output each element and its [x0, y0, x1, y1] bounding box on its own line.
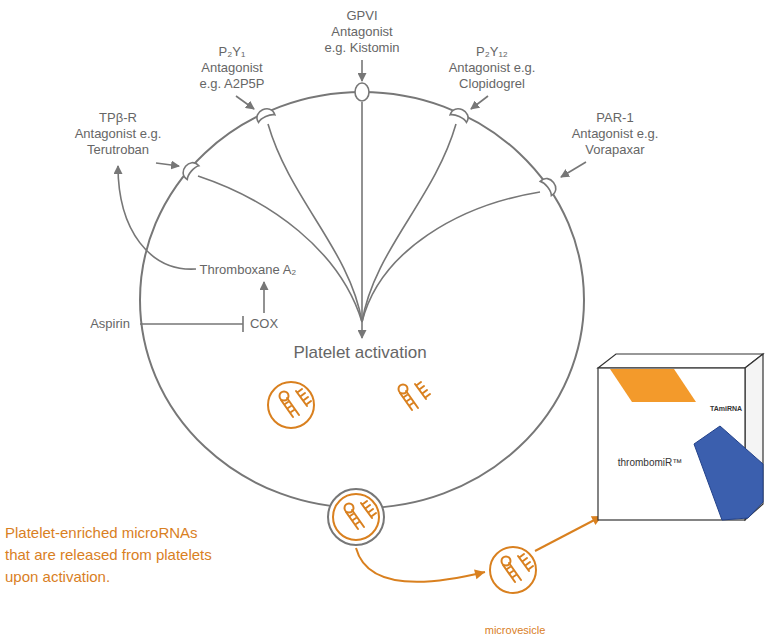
antagonist-label: P₂Y₁ Antagonist e.g. A2P5P	[198, 44, 267, 92]
antagonist-label: GPVI Antagonist e.g. Kistomin	[323, 8, 402, 56]
node-text: thrombomiR™	[618, 456, 682, 469]
drug-label: Aspirin	[90, 316, 130, 332]
flow-line	[356, 548, 485, 582]
microvesicle: microvesicle	[480, 543, 550, 638]
node-text: Thromboxane A₂	[200, 262, 297, 278]
node-text: microvesicle	[485, 623, 546, 637]
antagonist-label: PAR-1 Antagonist e.g. Vorapaxar	[571, 110, 659, 158]
microvesicle-outline	[480, 543, 550, 638]
arrow-head	[474, 570, 485, 580]
node-text: COX	[250, 316, 278, 332]
antagonist-label: TPβ-R Antagonist e.g. Terutroban	[73, 110, 164, 158]
kit-box: TAmiRNA thrombomiR™	[598, 352, 766, 522]
kit-box-outline	[598, 352, 766, 522]
antagonist-label: P₂Y₁₂ Antagonist e.g. Clopidogrel	[445, 44, 540, 92]
flow-arrow	[535, 516, 602, 551]
flow-arrow	[356, 548, 485, 582]
platelet-cell: Thromboxane A₂ COX Platelet activation	[140, 92, 584, 508]
flow-line	[535, 516, 602, 551]
node-text: TAmiRNA	[710, 404, 742, 413]
node-text: Platelet activation	[293, 342, 426, 363]
note-text: Platelet-enriched microRNAs that are rel…	[5, 522, 217, 588]
platelet-outline	[140, 92, 584, 508]
